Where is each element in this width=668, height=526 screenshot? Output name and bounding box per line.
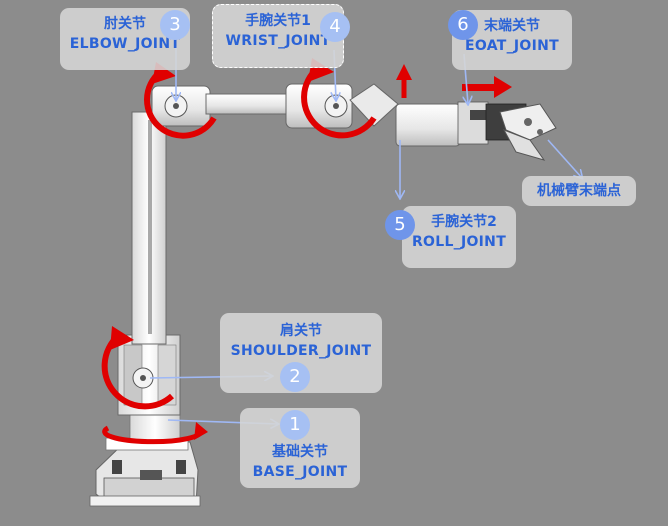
robot-base (89, 407, 201, 507)
roll-joint-label: 手腕关节2 ROLL_JOINT (402, 206, 516, 268)
roll-rotation-arrow (396, 64, 412, 98)
forearm (205, 93, 289, 115)
shoulder-joint-zh: 肩关节 (280, 323, 322, 339)
joint-badge-2: 2 (280, 362, 310, 392)
joint-badge-6: 6 (448, 10, 478, 40)
eoat-direction-arrow (462, 76, 512, 98)
base-joint-en: BASE_JOINT (252, 464, 348, 480)
elbow-joint-zh: 肘关节 (104, 16, 146, 32)
elbow-joint-en: ELBOW_JOINT (69, 36, 181, 52)
end-effector-label: 机械臂末端点 (522, 176, 636, 206)
wrist-joint-zh: 手腕关节1 (245, 13, 311, 29)
joint-badge-5: 5 (385, 210, 415, 240)
roll-joint-zh: 手腕关节2 (431, 214, 497, 230)
joint-badge-1: 1 (280, 410, 310, 440)
elbow-housing (151, 85, 211, 127)
joint-badge-3: 3 (160, 10, 190, 40)
wrist-joint-en: WRIST_JOINT (225, 33, 331, 49)
eoat-joint-en: EOAT_JOINT (465, 38, 559, 54)
gripper-claws (499, 103, 557, 161)
eoat-joint-zh: 末端关节 (484, 18, 540, 34)
shoulder-rotation-arrow (101, 326, 175, 410)
base-rotation-arrow (102, 422, 208, 445)
shoulder-joint-en: SHOULDER_JOINT (230, 343, 372, 359)
base-joint-zh: 基础关节 (272, 444, 328, 460)
roll-joint-en: ROLL_JOINT (411, 234, 507, 250)
upper-arm (131, 111, 167, 345)
joint-badge-4: 4 (320, 12, 350, 42)
